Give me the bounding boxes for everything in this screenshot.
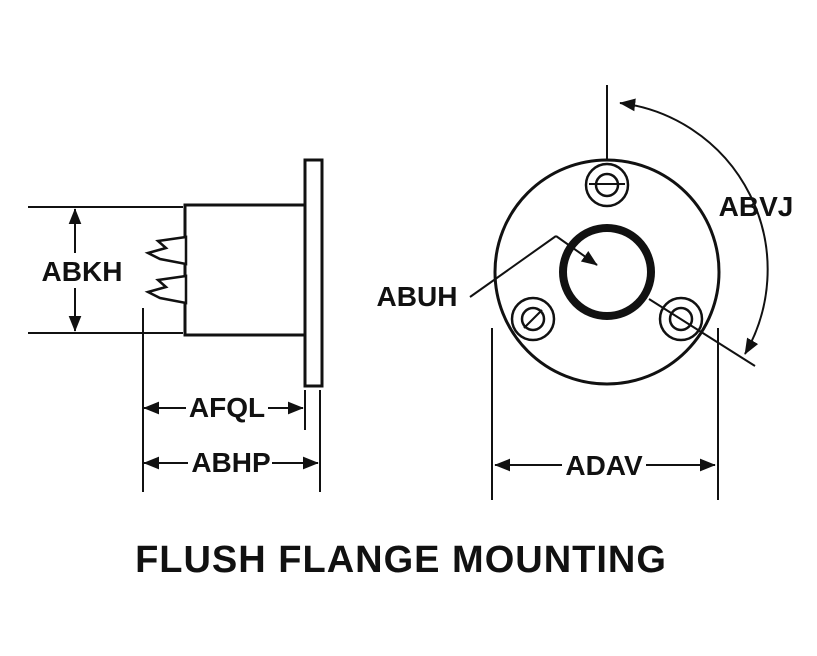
dimension-abkh: ABKH: [42, 208, 123, 332]
abuh-radius-arrow: [555, 235, 598, 266]
side-view-extension-lines: [28, 206, 321, 492]
label-afql: AFQL: [189, 392, 265, 423]
label-abvj: ABVJ: [719, 191, 794, 222]
label-abuh: ABUH: [377, 281, 458, 312]
screw-top: [584, 162, 630, 208]
screw-bottom-left: [510, 296, 556, 342]
dimension-abhp: ABHP: [143, 447, 319, 478]
dimension-adav: ADAV: [491, 328, 719, 500]
contact-pin-top: [144, 235, 188, 266]
dimension-abuh: ABUH: [377, 235, 598, 312]
dimension-abvj: ABVJ: [619, 98, 794, 355]
flange-plate: [303, 158, 324, 388]
label-abhp: ABHP: [191, 447, 270, 478]
abuh-leader-line: [469, 235, 557, 298]
side-view: ABKH AFQL ABHP: [28, 158, 324, 492]
abvj-arc: [619, 98, 769, 355]
connector-body: [183, 203, 307, 337]
front-view: ABVJ ABUH ADAV: [377, 85, 794, 500]
contact-pin-bottom: [144, 274, 188, 305]
label-adav: ADAV: [565, 450, 643, 481]
diagram-title: FLUSH FLANGE MOUNTING: [135, 539, 667, 581]
dimension-afql: AFQL: [143, 392, 304, 423]
label-abkh: ABKH: [42, 256, 123, 287]
screw-slot-icon: [523, 309, 543, 329]
